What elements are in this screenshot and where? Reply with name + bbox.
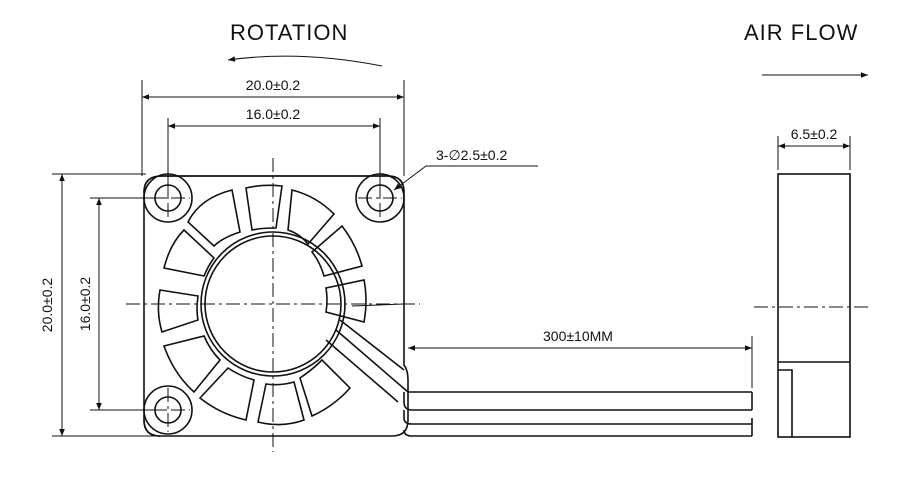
rotation-heading: ROTATION bbox=[230, 20, 348, 45]
rotation-arrow bbox=[227, 55, 383, 67]
mount-hole-callout: 3-∅2.5±0.2 bbox=[393, 147, 538, 191]
fan-front-view bbox=[126, 158, 420, 452]
cable-length-dimension: 300±10MM bbox=[408, 328, 753, 388]
outer-height-label: 20.0±0.2 bbox=[39, 278, 55, 333]
hole-spacing-horizontal-dimension: 16.0±0.2 bbox=[167, 106, 381, 196]
fan-side-view: 6.5±0.2 bbox=[754, 126, 868, 438]
fan-blades bbox=[157, 184, 367, 426]
hole-spacing-vertical-dimension: 16.0±0.2 bbox=[77, 197, 164, 411]
outer-width-dimension: 20.0±0.2 bbox=[141, 77, 405, 176]
mount-hole-label: 3-∅2.5±0.2 bbox=[436, 147, 507, 163]
outer-width-label: 20.0±0.2 bbox=[246, 77, 301, 93]
hole-spacing-vertical-label: 16.0±0.2 bbox=[77, 277, 93, 332]
thickness-label: 6.5±0.2 bbox=[791, 126, 838, 142]
airflow-heading: AIR FLOW bbox=[744, 20, 858, 45]
cable-length-label: 300±10MM bbox=[543, 328, 613, 344]
fan-cable bbox=[403, 391, 753, 437]
outer-height-dimension: 20.0±0.2 bbox=[39, 173, 156, 437]
center-lines bbox=[126, 158, 420, 452]
side-view-body bbox=[777, 173, 851, 438]
hole-spacing-horizontal-label: 16.0±0.2 bbox=[246, 106, 301, 122]
